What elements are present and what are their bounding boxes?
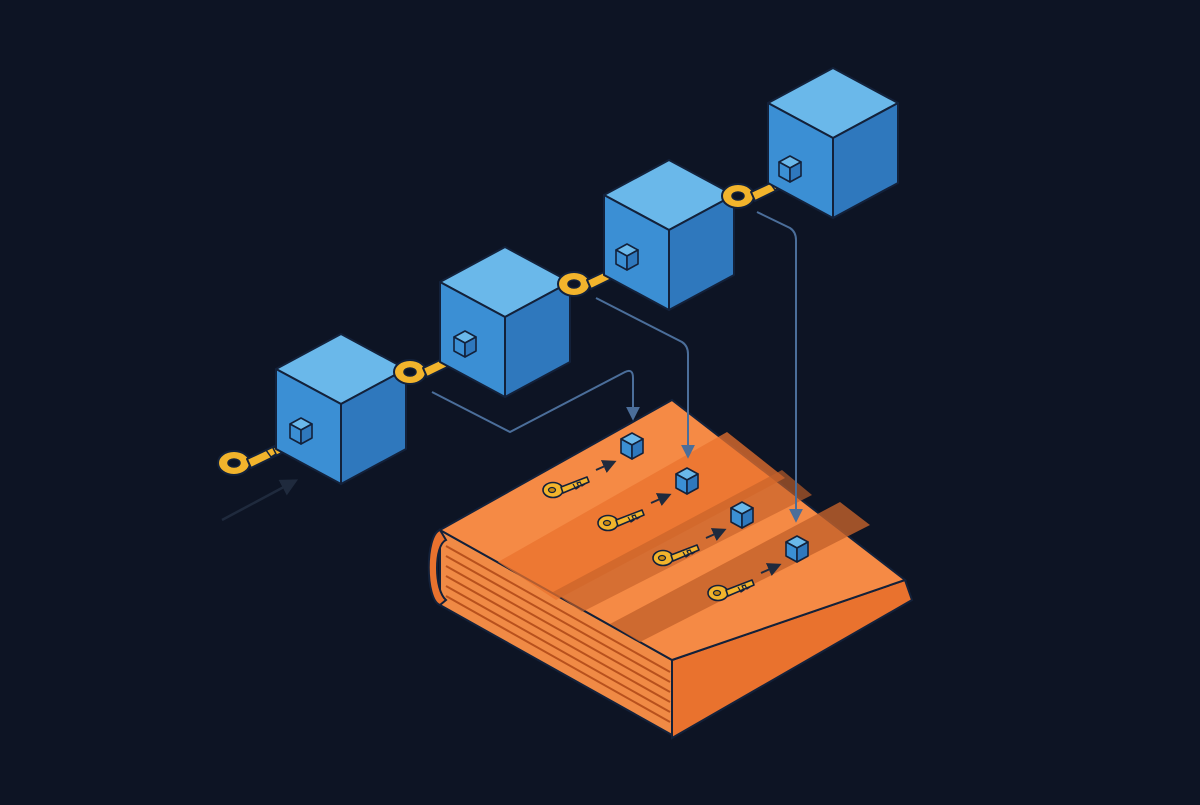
ledger-entry: [652, 501, 754, 567]
cube-icon: [778, 155, 802, 183]
chain-block: [275, 333, 407, 485]
ledger-entry: [597, 467, 699, 532]
arrow-icon: [760, 563, 782, 576]
cube-icon: [603, 159, 735, 311]
book-stripe-2: [610, 502, 870, 642]
cube-icon: [675, 467, 699, 495]
cube-icon: [785, 535, 809, 563]
ledger-entry: [542, 432, 644, 499]
arrow-icon: [650, 493, 672, 506]
chain-block: [603, 159, 735, 311]
cube-icon: [615, 243, 639, 271]
connector-line: [431, 369, 640, 434]
book-page-lines: [445, 545, 671, 723]
cube-icon: [289, 417, 313, 445]
chain-block: [439, 246, 571, 398]
connector-line: [756, 211, 803, 523]
cube-icon: [620, 432, 644, 460]
entry-arrow: [221, 479, 299, 522]
cube-icon: [275, 333, 407, 485]
connector-lines: [431, 211, 803, 523]
cube-icon: [439, 246, 571, 398]
ledger-book: [427, 398, 914, 740]
ledger-entry: [707, 535, 809, 602]
cube-icon: [730, 501, 754, 529]
arrow-icon: [705, 528, 727, 541]
cube-icon: [453, 330, 477, 358]
book-spine: [427, 528, 448, 607]
ledger-entries: [542, 432, 809, 602]
cube-icon: [767, 67, 899, 219]
chain-block: [767, 67, 899, 219]
connector-line: [595, 297, 695, 459]
arrow-icon: [595, 460, 617, 473]
